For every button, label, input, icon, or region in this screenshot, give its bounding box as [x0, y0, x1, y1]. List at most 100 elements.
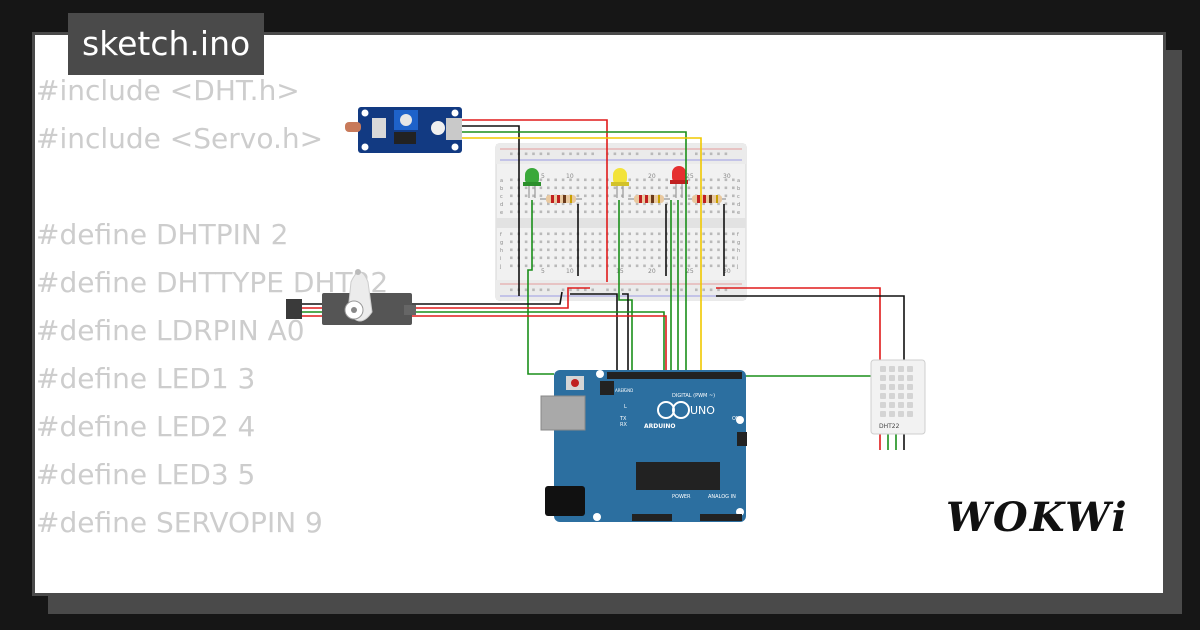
breadboard-hole	[717, 240, 720, 244]
row-label: j	[499, 264, 501, 270]
breadboard-hole	[717, 210, 720, 214]
breadboard-hole	[709, 178, 713, 182]
breadboard-hole	[658, 202, 661, 206]
servo-motor[interactable]	[286, 269, 416, 325]
breadboard-hole	[547, 248, 550, 252]
row-label: i	[737, 256, 738, 262]
breadboard-hole	[643, 210, 646, 214]
breadboard-hole	[643, 232, 646, 236]
dht22-vent	[898, 402, 904, 408]
breadboard-hole	[510, 264, 513, 268]
breadboard-hole	[547, 202, 550, 206]
breadboard-hole	[732, 194, 735, 198]
breadboard-hole	[561, 210, 565, 214]
breadboard-hole	[732, 256, 735, 260]
breadboard-hole	[569, 186, 572, 190]
breadboard-hole	[695, 186, 698, 190]
breadboard-hole	[695, 232, 698, 236]
breadboard-hole	[695, 248, 698, 252]
row-label: h	[737, 248, 740, 254]
breadboard-rail-hole	[532, 152, 535, 156]
breadboard-hole	[680, 264, 683, 268]
breadboard-hole	[628, 202, 631, 206]
row-label: a	[737, 178, 740, 184]
row-label: b	[737, 186, 740, 192]
breadboard-hole	[724, 210, 728, 214]
breadboard-hole	[695, 240, 698, 244]
column-label: 30	[723, 268, 731, 275]
breadboard-rail-hole	[591, 288, 594, 292]
breadboard-hole	[650, 210, 654, 214]
breadboard-hole	[672, 256, 676, 260]
breadboard-hole	[621, 202, 624, 206]
breadboard-rail-hole	[628, 152, 631, 156]
breadboard-hole	[658, 186, 661, 190]
breadboard-hole	[672, 186, 676, 190]
breadboard-rail-hole	[569, 152, 572, 156]
breadboard-hole	[695, 256, 698, 260]
breadboard-hole	[554, 264, 557, 268]
breadboard-hole	[621, 248, 624, 252]
breadboard-hole	[510, 240, 513, 244]
breadboard-hole	[650, 178, 654, 182]
breadboard-hole	[598, 232, 602, 236]
breadboard-hole	[702, 232, 705, 236]
dht22-sensor[interactable]: DHT22	[870, 359, 926, 435]
breadboard-rail-hole	[576, 288, 580, 292]
led-green[interactable]	[523, 168, 541, 198]
breadboard-hole	[598, 256, 602, 260]
breadboard-hole	[687, 178, 691, 182]
column-label: 20	[648, 268, 656, 275]
breadboard-rail-hole	[717, 152, 720, 156]
row-label: f	[500, 232, 502, 238]
breadboard-hole	[598, 248, 602, 252]
breadboard-hole	[717, 256, 720, 260]
resistor-3[interactable]	[688, 195, 726, 203]
row-label: j	[736, 264, 738, 270]
breadboard-hole	[628, 186, 631, 190]
breadboard-hole	[584, 264, 587, 268]
dht22-vent	[898, 375, 904, 381]
breadboard-hole	[584, 248, 587, 252]
row-label: c	[500, 194, 503, 200]
breadboard-hole	[672, 232, 676, 236]
dht22-vent	[907, 375, 913, 381]
breadboard-hole	[709, 210, 713, 214]
breadboard-hole	[510, 232, 513, 236]
breadboard-hole	[547, 178, 550, 182]
breadboard-hole	[561, 240, 565, 244]
breadboard-hole	[628, 194, 631, 198]
breadboard-hole	[672, 264, 676, 268]
breadboard-rail-hole	[695, 288, 698, 292]
column-label: 20	[648, 173, 656, 180]
breadboard-hole	[695, 202, 698, 206]
breadboard-hole	[732, 178, 735, 182]
breadboard-hole	[613, 240, 617, 244]
breadboard-hole	[532, 210, 535, 214]
led-red[interactable]	[670, 166, 688, 198]
breadboard-hole	[532, 202, 535, 206]
breadboard-hole	[539, 202, 543, 206]
breadboard-hole	[591, 178, 594, 182]
ldr-sensor-module[interactable]	[345, 107, 462, 153]
breadboard-rail-hole	[532, 288, 535, 292]
breadboard-rail-hole	[524, 288, 528, 292]
resistor-2[interactable]	[628, 195, 670, 203]
arduino-uno-board[interactable]: DIGITAL (PWM ~) UNO ARDUINO ANALOG IN PO…	[540, 370, 747, 522]
dht22-vent	[898, 393, 904, 399]
resistor-1[interactable]	[540, 195, 582, 203]
breadboard-hole	[561, 186, 565, 190]
dht22-vent	[907, 411, 913, 417]
breadboard-rail-hole	[613, 288, 617, 292]
breadboard-hole	[569, 210, 572, 214]
dht22-vent-grid	[880, 366, 913, 417]
breadboard-hole	[591, 240, 594, 244]
breadboard-hole	[621, 240, 624, 244]
led-yellow[interactable]	[611, 168, 629, 198]
breadboard-rail-hole	[665, 288, 668, 292]
breadboard-hole	[672, 248, 676, 252]
breadboard-hole	[680, 248, 683, 252]
breadboard-hole	[613, 210, 617, 214]
breadboard-hole	[547, 240, 550, 244]
